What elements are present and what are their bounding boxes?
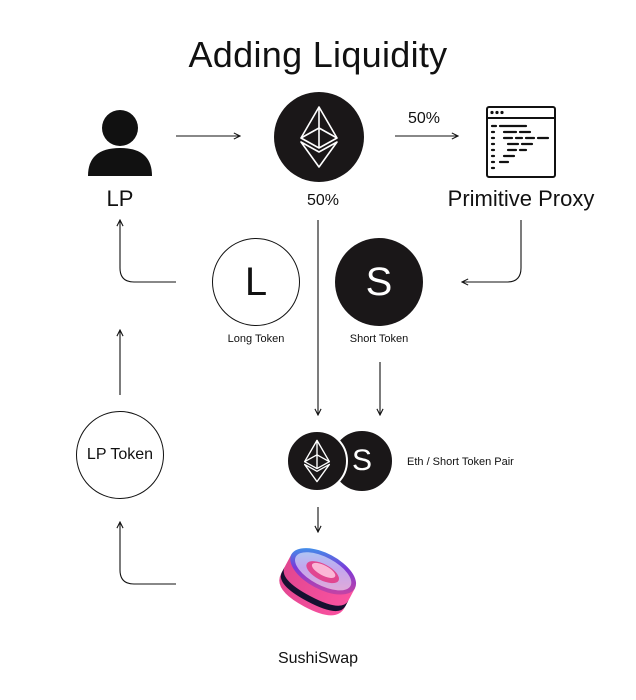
short-token-node: S: [335, 238, 423, 326]
lp-token-node: LP Token: [76, 411, 164, 499]
pair-label: Eth / Short Token Pair: [407, 456, 514, 468]
pair-eth-circle: [286, 430, 348, 492]
long-token-letter: L: [244, 259, 268, 304]
ethereum-icon: [300, 106, 338, 168]
arrow-sushiswap-to-lptoken: [120, 522, 176, 585]
arrow-long-to-lp: [120, 220, 176, 283]
code-window-icon: [486, 106, 556, 178]
sushiswap-logo-icon: [272, 540, 364, 622]
diagram-title: Adding Liquidity: [188, 34, 448, 75]
eth-node: [274, 92, 364, 182]
short-token-label: Short Token: [349, 333, 409, 345]
short-token-letter: S: [365, 259, 393, 304]
lp-label: LP: [106, 186, 134, 211]
eth-percent-label: 50%: [306, 192, 340, 209]
eth-to-proxy-label: 50%: [407, 110, 441, 127]
pair-short-letter: S: [351, 444, 372, 477]
sushiswap-label: SushiSwap: [277, 650, 359, 667]
ethereum-icon: [303, 439, 331, 483]
long-token-label: Long Token: [227, 333, 285, 345]
long-token-node: L: [212, 238, 300, 326]
proxy-label: Primitive Proxy: [447, 186, 595, 211]
user-icon: [84, 104, 156, 184]
arrow-proxy-to-short: [462, 220, 522, 282]
lp-token-label: LP Token: [86, 446, 154, 463]
